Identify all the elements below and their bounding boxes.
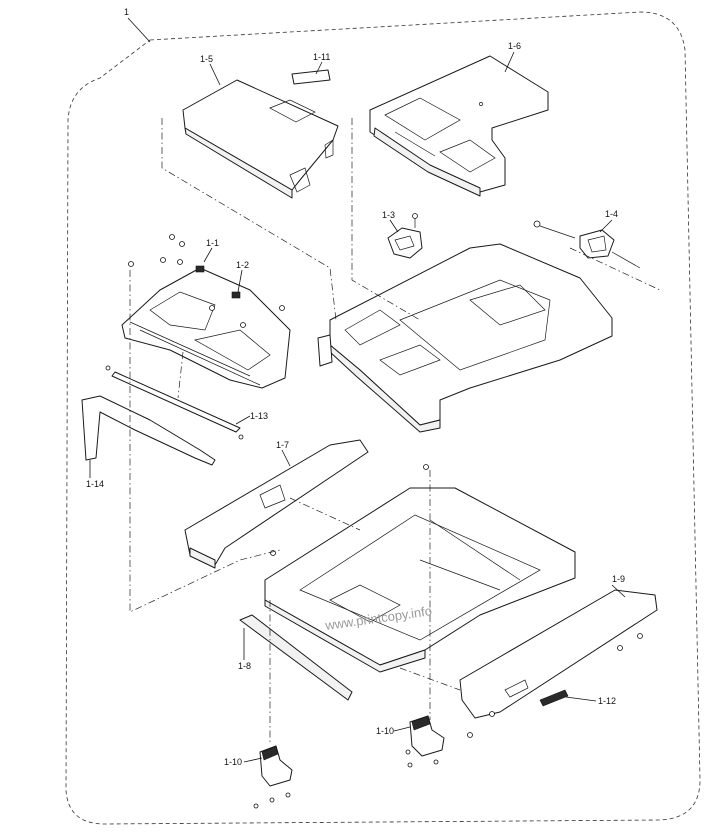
scanner-base-frame [317, 243, 613, 433]
part-1-10-foot-right [405, 715, 445, 768]
label-1-4: 1-4 [605, 209, 618, 219]
label-1-10-left: 1-10 [224, 757, 242, 767]
assembly-boundary [65, 11, 701, 825]
label-1-5: 1-5 [200, 54, 213, 64]
part-1-13-shaft [105, 365, 244, 440]
part-1-5-cover [182, 79, 339, 199]
label-1-14: 1-14 [86, 479, 104, 489]
part-1-10-foot-left [253, 745, 293, 809]
assembly-label: 1 [124, 7, 129, 17]
label-1-7: 1-7 [276, 440, 289, 450]
leader-lines [89, 51, 626, 763]
part-1-6-tray [369, 55, 549, 197]
label-1-9: 1-9 [612, 574, 625, 584]
part-1-3-gear-unit [387, 213, 423, 259]
label-1-6: 1-6 [508, 41, 521, 51]
label-1-13: 1-13 [250, 411, 268, 421]
label-1-2: 1-2 [236, 260, 249, 270]
label-1-3: 1-3 [382, 210, 395, 220]
label-1-1: 1-1 [206, 238, 219, 248]
label-1-8: 1-8 [238, 661, 251, 671]
alignment-lines [129, 118, 661, 745]
main-chassis [264, 464, 576, 673]
part-1-4-roller-assy [533, 220, 641, 269]
part-1-7-front-panel [184, 439, 369, 569]
label-1-10-right: 1-10 [376, 726, 394, 736]
part-1-8-strip [239, 614, 353, 701]
part-1-14-flat-cable [81, 395, 216, 466]
part-1-11-label-sheet [291, 69, 331, 85]
part-1-9-side-cover [459, 589, 658, 738]
screw-set-left [128, 234, 285, 328]
label-1-11: 1-11 [313, 52, 330, 62]
label-1-12: 1-12 [598, 696, 616, 706]
scanner-unit-left [121, 265, 291, 389]
part-1-12-logo-badge [539, 689, 569, 707]
